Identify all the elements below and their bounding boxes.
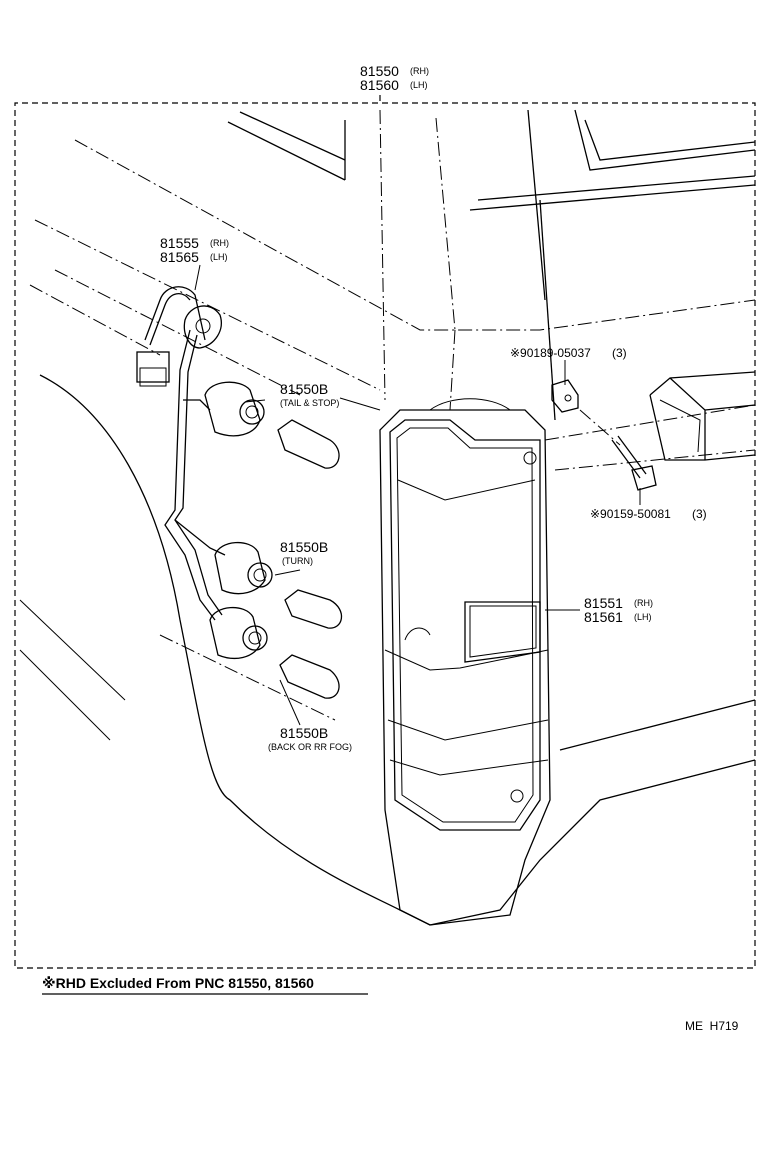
label-bulb-turn: 81550B (TURN) <box>280 539 328 566</box>
lens-side-rh: (RH) <box>634 598 653 608</box>
lens-number-lh: 81561 <box>584 609 623 625</box>
assembly-number-lh: 81560 <box>360 77 399 93</box>
label-screw: ※90159-50081 (3) <box>590 507 707 521</box>
bulb-sockets <box>204 381 273 659</box>
nut-part-number: ※90189-05037 <box>510 346 591 360</box>
socket-wire-side-lh: (LH) <box>210 252 228 262</box>
assembly-side-rh: (RH) <box>410 66 429 76</box>
vehicle-body-outline <box>19 109 756 926</box>
fasteners <box>551 379 657 491</box>
socket-wire-number-lh: 81565 <box>160 249 199 265</box>
socket-and-wire <box>136 286 226 621</box>
nut-quantity: (3) <box>612 346 627 360</box>
bulb-desc: (BACK OR RR FOG) <box>268 742 352 752</box>
lens-number-rh: 81551 <box>584 595 623 611</box>
label-bulb-tail-stop: 81550B (TAIL & STOP) <box>280 381 339 408</box>
bulb-number: 81550B <box>280 725 328 741</box>
socket-wire-number-rh: 81555 <box>160 235 199 251</box>
bulb-number: 81550B <box>280 539 328 555</box>
rear-bumper-step <box>649 371 756 461</box>
label-assembly: 81550 (RH) 81560 (LH) <box>360 63 429 93</box>
socket-wire-side-rh: (RH) <box>210 238 229 248</box>
footnote: ※RHD Excluded From PNC 81550, 81560 <box>42 975 314 991</box>
assembly-side-lh: (LH) <box>410 80 428 90</box>
bulb-number: 81550B <box>280 381 328 397</box>
bulbs <box>277 419 343 699</box>
label-socket-wire: 81555 (RH) 81565 (LH) <box>160 235 229 265</box>
bulb-desc: (TURN) <box>282 556 313 566</box>
screw-part-number: ※90159-50081 <box>590 507 671 521</box>
assembly-boundary <box>14 95 756 969</box>
leader-lines <box>194 264 641 726</box>
lens-side-lh: (LH) <box>634 612 652 622</box>
bulb-desc: (TAIL & STOP) <box>280 398 339 408</box>
label-bulb-back-fog: 81550B (BACK OR RR FOG) <box>268 725 352 752</box>
assembly-number-rh: 81550 <box>360 63 399 79</box>
label-lens: 81551 (RH) 81561 (LH) <box>584 595 653 625</box>
label-nut: ※90189-05037 (3) <box>510 346 627 360</box>
page-code: ME H719 <box>685 1019 739 1033</box>
rear-combination-lamp <box>379 398 551 926</box>
screw-quantity: (3) <box>692 507 707 521</box>
